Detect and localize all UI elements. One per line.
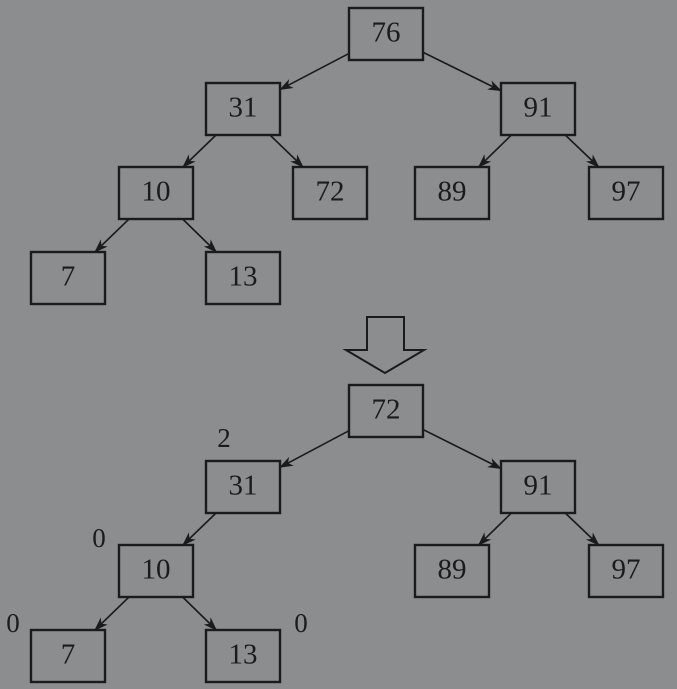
node-box bbox=[347, 383, 425, 439]
tree-edge-a31-a10 bbox=[182, 134, 217, 168]
node-value: 97 bbox=[612, 554, 641, 586]
tree-node-b72: 72 bbox=[347, 383, 425, 439]
tree-node-a76: 76 bbox=[347, 6, 425, 62]
tree-edge-a10-a7 bbox=[94, 218, 130, 253]
node-value: 72 bbox=[372, 394, 401, 426]
node-value: 91 bbox=[524, 470, 553, 502]
tree-node-a31: 31 bbox=[204, 81, 282, 137]
node-box bbox=[204, 628, 282, 684]
node-box bbox=[29, 250, 107, 306]
tree-edge-a31-a72 bbox=[269, 134, 304, 168]
balance-factor-label-b7: 0 bbox=[6, 608, 20, 638]
node-value: 97 bbox=[612, 176, 641, 208]
node-box bbox=[204, 81, 282, 137]
tree-edge-a91-a97 bbox=[564, 134, 600, 168]
balance-factor-label-b13: 0 bbox=[294, 608, 308, 638]
node-box bbox=[587, 543, 665, 599]
tree-before: 76 31 91 10 72 89 97 7 13 bbox=[29, 6, 665, 306]
tree-edge-b72-b31 bbox=[279, 429, 350, 469]
node-value: 10 bbox=[142, 176, 171, 208]
node-box bbox=[413, 165, 491, 221]
tree-after: 72 31 91 10 89 97 7 13 2 0 0 0 bbox=[6, 383, 665, 684]
node-box bbox=[117, 165, 195, 221]
node-value: 31 bbox=[229, 470, 258, 502]
node-value: 72 bbox=[316, 176, 345, 208]
tree-node-b97: 97 bbox=[587, 543, 665, 599]
tree-edge-a76-a91 bbox=[422, 51, 502, 92]
node-value: 31 bbox=[229, 92, 258, 124]
tree-edge-b91-b89 bbox=[477, 512, 512, 546]
tree-node-b89: 89 bbox=[413, 543, 491, 599]
tree-edge-b91-b97 bbox=[564, 512, 600, 546]
tree-node-a91: 91 bbox=[499, 81, 577, 137]
tree-node-b91: 91 bbox=[499, 459, 577, 515]
tree-node-a7: 7 bbox=[29, 250, 107, 306]
node-box bbox=[413, 543, 491, 599]
tree-node-a72: 72 bbox=[291, 165, 369, 221]
transform-down-arrow-icon bbox=[342, 316, 428, 375]
tree-edge-a10-a13 bbox=[182, 218, 218, 253]
tree-edge-b31-b10 bbox=[182, 512, 217, 546]
node-value: 76 bbox=[372, 17, 401, 49]
tree-node-b13: 13 bbox=[204, 628, 282, 684]
tree-node-a10: 10 bbox=[117, 165, 195, 221]
tree-edge-b10-b13 bbox=[182, 596, 218, 631]
tree-node-b10: 10 bbox=[117, 543, 195, 599]
node-box bbox=[204, 459, 282, 515]
node-value: 7 bbox=[61, 261, 76, 293]
tree-edge-a76-a31 bbox=[279, 52, 350, 91]
node-box bbox=[29, 628, 107, 684]
balance-factor-label-b10: 0 bbox=[92, 523, 106, 553]
tree-node-a13: 13 bbox=[204, 250, 282, 306]
node-value: 7 bbox=[61, 639, 76, 671]
node-value: 10 bbox=[142, 554, 171, 586]
node-value: 91 bbox=[524, 92, 553, 124]
node-box bbox=[499, 459, 577, 515]
tree-node-a89: 89 bbox=[413, 165, 491, 221]
node-box bbox=[291, 165, 369, 221]
node-box bbox=[499, 81, 577, 137]
node-box bbox=[204, 250, 282, 306]
tree-node-b7: 7 bbox=[29, 628, 107, 684]
node-value: 89 bbox=[438, 554, 467, 586]
tree-edge-b72-b91 bbox=[422, 428, 502, 470]
node-box bbox=[117, 543, 195, 599]
tree-edge-b10-b7 bbox=[94, 596, 130, 631]
node-value: 13 bbox=[229, 261, 258, 293]
balance-factor-label-b31: 2 bbox=[217, 423, 231, 453]
tree-node-a97: 97 bbox=[587, 165, 665, 221]
tree-edge-a91-a89 bbox=[477, 134, 512, 168]
node-box bbox=[347, 6, 425, 62]
tree-node-b31: 31 bbox=[204, 459, 282, 515]
node-box bbox=[587, 165, 665, 221]
node-value: 13 bbox=[229, 639, 258, 671]
node-value: 89 bbox=[438, 176, 467, 208]
